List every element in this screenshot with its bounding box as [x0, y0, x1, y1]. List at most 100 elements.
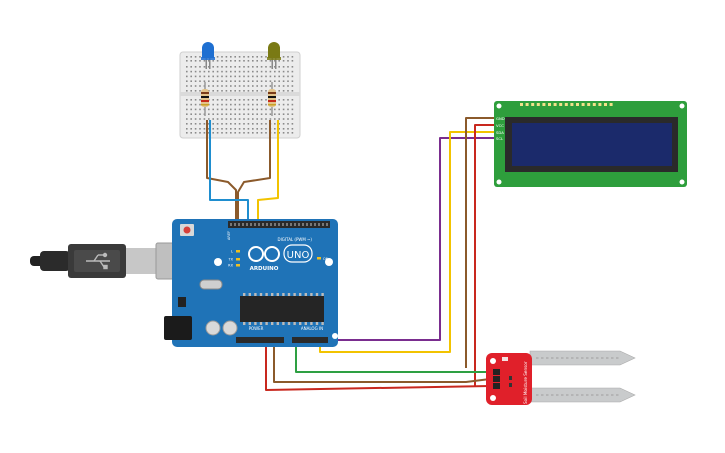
power-header[interactable]	[236, 337, 284, 343]
breadboard-hole	[291, 113, 294, 115]
breadboard-hole	[252, 56, 254, 58]
breadboard-hole	[260, 103, 263, 106]
breadboard-hole	[252, 128, 254, 130]
breadboard-hole	[260, 132, 263, 134]
breadboard-hole	[260, 118, 263, 120]
breadboard-hole	[230, 128, 232, 130]
breadboard-hole	[212, 70, 214, 73]
soil-moisture-sensor[interactable]: Soil Moisture Sensor	[486, 350, 636, 405]
wire-brown-gnd-2[interactable]	[237, 120, 271, 224]
breadboard-hole	[194, 56, 197, 58]
breadboard-hole	[216, 90, 219, 92]
wire-red-sensor-vcc[interactable]	[265, 340, 491, 391]
wire-brown-lcd-gnd[interactable]	[465, 117, 494, 368]
breadboard-hole	[212, 123, 214, 125]
breadboard-hole	[282, 123, 285, 125]
header-pin	[262, 223, 264, 226]
breadboard-hole	[199, 70, 201, 73]
breadboard-hole	[274, 66, 276, 68]
breadboard-hole	[234, 118, 236, 120]
breadboard-hole	[287, 56, 289, 58]
resistor-1[interactable]	[201, 82, 209, 116]
wire-brown-sensor-gnd[interactable]	[273, 340, 491, 383]
arduino-uno-board[interactable]: ARDUINO UNO DIGITAL (PWM ~) POWER ANALOG…	[164, 219, 338, 347]
breadboard-hole	[243, 90, 245, 92]
breadboard-hole	[252, 60, 254, 62]
wire-red-lcd-vcc[interactable]	[474, 124, 494, 386]
probe-trace	[586, 394, 589, 396]
breadboard-hole	[247, 99, 250, 101]
header-pin	[266, 223, 268, 226]
usb-cable[interactable]	[30, 242, 197, 280]
wire-blue[interactable]	[209, 120, 249, 224]
breadboard-hole	[252, 90, 254, 92]
breadboard-hole	[287, 108, 289, 111]
breadboard-hole	[256, 56, 258, 58]
breadboard-hole	[287, 90, 289, 92]
probe-trace	[596, 357, 599, 359]
wire-yellow-led[interactable]	[257, 120, 279, 224]
chip-pins	[243, 293, 324, 325]
breadboard-hole	[247, 90, 250, 92]
breadboard-hole	[243, 70, 245, 73]
analog-header[interactable]	[292, 337, 328, 343]
probe-trace	[596, 394, 599, 396]
breadboard-hole	[190, 118, 192, 120]
breadboard-hole	[256, 108, 258, 111]
chip-pin	[287, 322, 291, 325]
breadboard-hole	[194, 99, 197, 101]
breadboard-hole	[190, 85, 192, 87]
breadboard-hole	[230, 85, 232, 87]
resistor-2[interactable]	[268, 82, 276, 116]
lcd-i2c-module[interactable]: GND VCC SDA SCL	[494, 101, 687, 187]
breadboard-hole	[186, 90, 188, 92]
breadboard-hole	[225, 132, 228, 134]
probe-trace	[586, 357, 589, 359]
breadboard-hole	[225, 60, 228, 62]
led-yellow[interactable]	[267, 42, 281, 69]
power-jack[interactable]	[164, 316, 192, 340]
breadboard-hole	[190, 103, 192, 106]
breadboard-hole	[238, 60, 241, 62]
wire-green-a0[interactable]	[295, 340, 490, 373]
breadboard-hole	[234, 123, 236, 125]
breadboard-hole	[234, 128, 236, 130]
arduino-brand: ARDUINO	[250, 266, 279, 272]
chip-pin	[276, 293, 279, 296]
probe-trace	[566, 357, 569, 359]
breadboard-hole	[265, 132, 267, 134]
breadboard-hole	[190, 60, 192, 62]
breadboard-hole	[212, 118, 214, 120]
breadboard-hole	[247, 123, 250, 125]
breadboard-hole	[216, 118, 219, 120]
breadboard-hole	[194, 103, 197, 106]
lcd-header-pin	[559, 103, 563, 106]
chip-pin	[282, 293, 285, 296]
wire-purple-scl[interactable]	[328, 137, 494, 341]
wire-yellow-sda[interactable]	[319, 131, 494, 353]
chip-pin	[248, 322, 251, 325]
breadboard-hole	[230, 80, 232, 82]
breadboard-hole	[234, 85, 236, 87]
breadboard-hole	[238, 128, 241, 130]
breadboard-hole	[282, 70, 285, 73]
header-pin	[302, 223, 304, 226]
breadboard-hole	[190, 75, 192, 78]
probe-trace	[606, 394, 609, 396]
breadboard-hole	[243, 128, 245, 130]
breadboard-hole	[186, 123, 188, 125]
probe-trace	[556, 357, 559, 359]
probe-traces	[536, 357, 619, 396]
led-blue[interactable]	[201, 42, 215, 69]
header-pin	[310, 223, 312, 226]
breadboard-hole	[216, 132, 219, 134]
wire-brown-gnd[interactable]	[206, 120, 237, 224]
breadboard-hole	[287, 113, 289, 115]
breadboard-hole	[278, 128, 280, 130]
breadboard-hole	[190, 123, 192, 125]
breadboard-hole	[212, 113, 214, 115]
breadboard-hole	[230, 56, 232, 58]
breadboard-hole	[190, 132, 192, 134]
breadboard-hole	[194, 70, 197, 73]
breadboard-hole	[238, 85, 241, 87]
